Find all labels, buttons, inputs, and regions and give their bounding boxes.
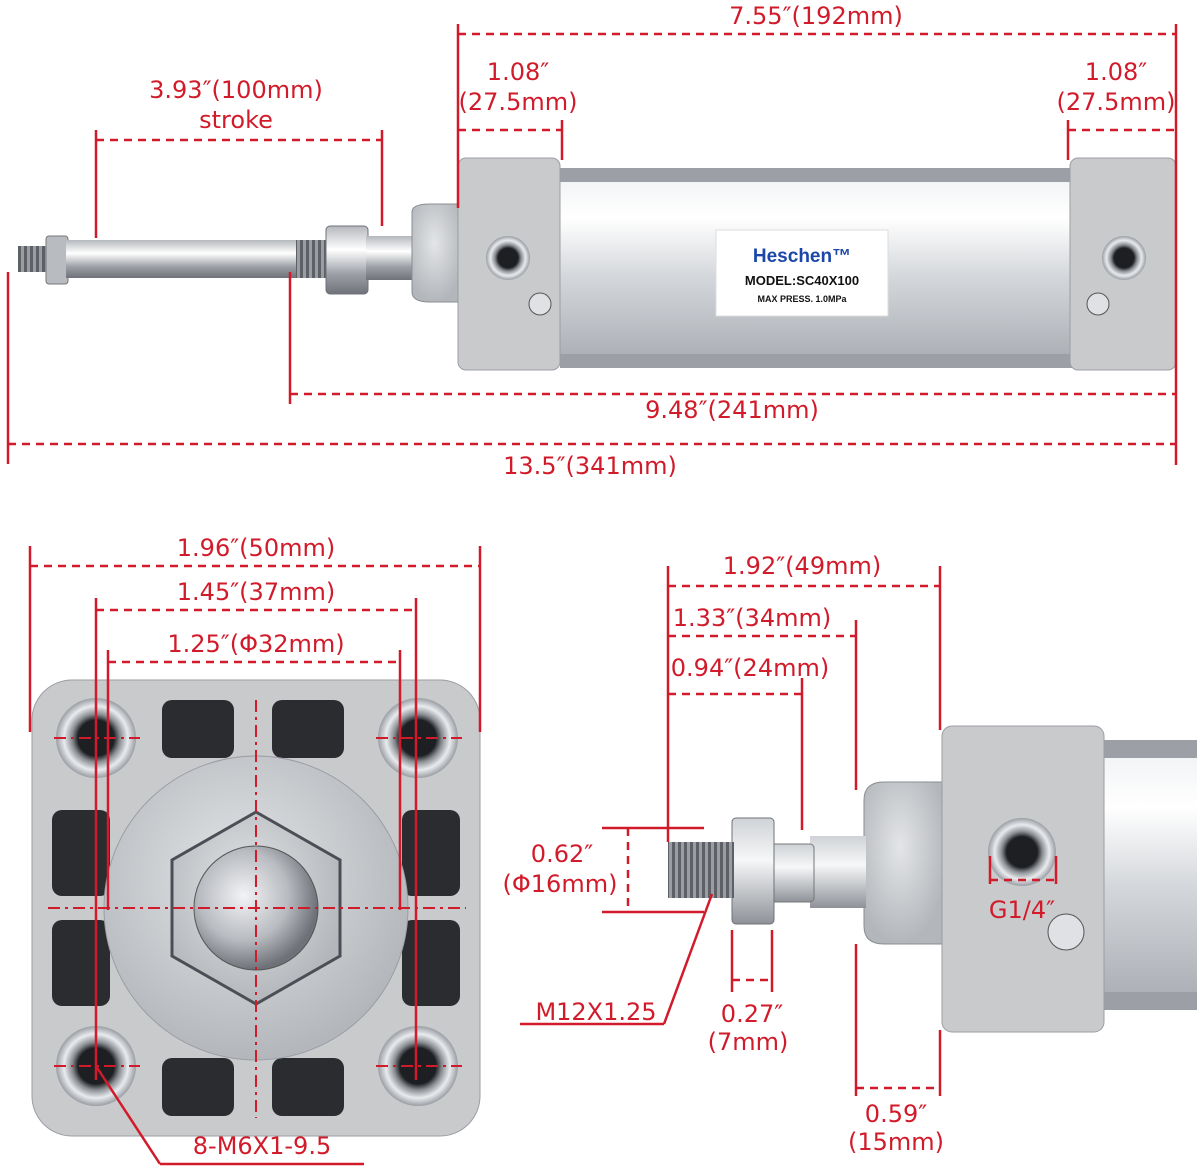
side-dimension-lines	[6, 24, 1178, 465]
nose-length-in-label: 0.59″	[865, 1100, 927, 1128]
front-port-icon	[486, 236, 530, 280]
pocket-bottom-right	[272, 1058, 344, 1116]
stroke-length-label: 3.93″(100mm)	[149, 76, 323, 104]
front-dimension-lines	[28, 546, 482, 1166]
thread-length-label: 0.94″(24mm)	[671, 654, 829, 682]
thread-callout: M12X1.25	[535, 998, 656, 1026]
nut-thickness-in-label: 0.27″	[721, 1000, 783, 1028]
body-plus-nose-length-label: 9.48″(241mm)	[645, 396, 819, 424]
hole-spacing-label: 1.45″(37mm)	[177, 578, 335, 606]
pocket-top-right	[272, 700, 344, 758]
rod-thread	[296, 240, 326, 278]
nose-boss	[411, 203, 463, 303]
detail-tube	[1100, 740, 1197, 1010]
nose-length-mm-label: (15mm)	[848, 1128, 944, 1156]
rod-tip-to-nose-label: 1.33″(34mm)	[673, 604, 831, 632]
pocket-right-bottom	[402, 920, 460, 1006]
nut-thickness-mm-label: (7mm)	[708, 1028, 789, 1056]
front-screw-icon	[528, 292, 552, 316]
pocket-left-bottom	[52, 920, 110, 1006]
left-endcap-width-label-line-2: (27.5mm)	[459, 88, 578, 116]
overall-body-length-label: 7.55″(192mm)	[729, 2, 903, 30]
detail-rod-thread	[668, 842, 734, 898]
right-endcap-width-label-line-2: (27.5mm)	[1057, 88, 1176, 116]
product-label	[715, 229, 889, 317]
right-endcap-width-label-line-1: 1.08″	[1085, 58, 1147, 86]
rear-port-icon	[1102, 236, 1146, 280]
rod-end-nut	[45, 235, 69, 285]
tie-rod-top	[560, 168, 1072, 182]
rod-diameter-mm-label: (Φ16mm)	[503, 870, 618, 898]
detail-view	[668, 725, 1197, 1033]
label-brand: Heschen™	[753, 246, 851, 267]
detail-nose-boss	[863, 781, 945, 945]
pocket-top-left	[162, 700, 234, 758]
detail-screw-icon	[1047, 913, 1085, 951]
pocket-left-top	[52, 810, 110, 896]
pocket-right-top	[402, 810, 460, 896]
rod-nut	[325, 225, 369, 295]
detail-tie-rod-bottom	[1100, 992, 1197, 1010]
right-endcap-width-label: 1.08″(27.5mm)	[1057, 58, 1176, 116]
total-length-label: 13.5″(341mm)	[503, 452, 677, 480]
side-view: Heschen™ MODEL:SC40X100 MAX PRESS. 1.0MP…	[18, 157, 1177, 371]
rod-end-thread	[18, 246, 48, 272]
detail-dimension-lines	[520, 566, 1058, 1096]
detail-rod-seal	[769, 843, 815, 903]
mounting-holes-callout: 8-M6X1-9.5	[193, 1132, 331, 1160]
label-pressure: MAX PRESS. 1.0MPa	[757, 294, 847, 304]
port-callout: G1/4″	[989, 896, 1055, 924]
rod-tip-to-cap-label: 1.92″(49mm)	[723, 552, 881, 580]
tie-rod-bottom	[560, 354, 1072, 368]
left-endcap-width-label-line-1: 1.08″	[487, 58, 549, 86]
label-model: MODEL:SC40X100	[745, 273, 859, 288]
rear-screw-icon	[1086, 292, 1110, 316]
stroke-word-label: stroke	[199, 106, 273, 134]
detail-tie-rod-top	[1100, 740, 1197, 758]
pocket-bottom-left	[162, 1058, 234, 1116]
detail-port-icon	[988, 818, 1056, 886]
bore-diameter-label: 1.25″(Φ32mm)	[167, 630, 344, 658]
square-width-label: 1.96″(50mm)	[177, 534, 335, 562]
left-endcap-width-label: 1.08″(27.5mm)	[459, 58, 578, 116]
piston-rod	[66, 240, 296, 278]
rod-diameter-in-label: 0.62″	[531, 840, 593, 868]
detail-rod-nut	[731, 817, 775, 925]
rod-seal	[366, 236, 414, 280]
detail-rod	[810, 836, 866, 908]
